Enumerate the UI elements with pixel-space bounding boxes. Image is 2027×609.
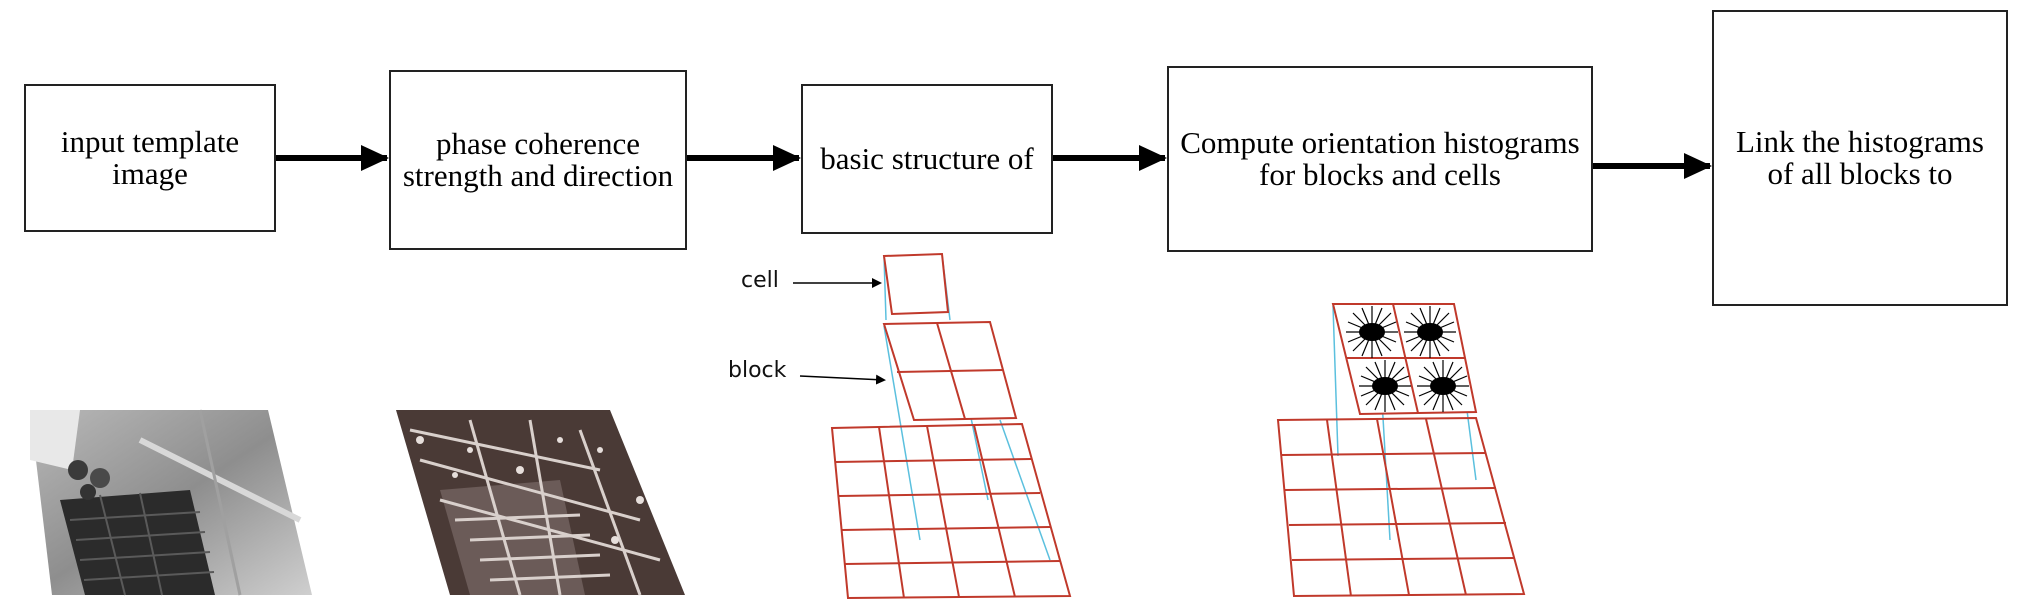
step-box-phase: phase coherence strength and direction xyxy=(389,70,687,250)
cell-block-grid-graphic xyxy=(793,252,1072,600)
step-box-input: input template image xyxy=(24,84,276,232)
orientation-histogram-graphic xyxy=(1276,303,1526,598)
cell-label: cell xyxy=(741,268,779,293)
step-text-structure: basic structure of xyxy=(820,141,1034,176)
step-text-input: input template image xyxy=(60,124,240,191)
step-text-phase: phase coherence strength and direction xyxy=(402,126,674,193)
step-box-structure: basic structure of xyxy=(801,84,1053,234)
step-box-link: Link the histograms of all blocks to xyxy=(1712,10,2008,306)
block-label: block xyxy=(728,358,787,383)
step-text-link: Link the histograms of all blocks to xyxy=(1736,124,1984,191)
phase-coherence-map-image xyxy=(396,410,685,596)
step-text-histograms: Compute orientation histograms for block… xyxy=(1180,125,1580,192)
template-photo-image xyxy=(30,409,312,596)
step-box-histograms: Compute orientation histograms for block… xyxy=(1167,66,1593,252)
